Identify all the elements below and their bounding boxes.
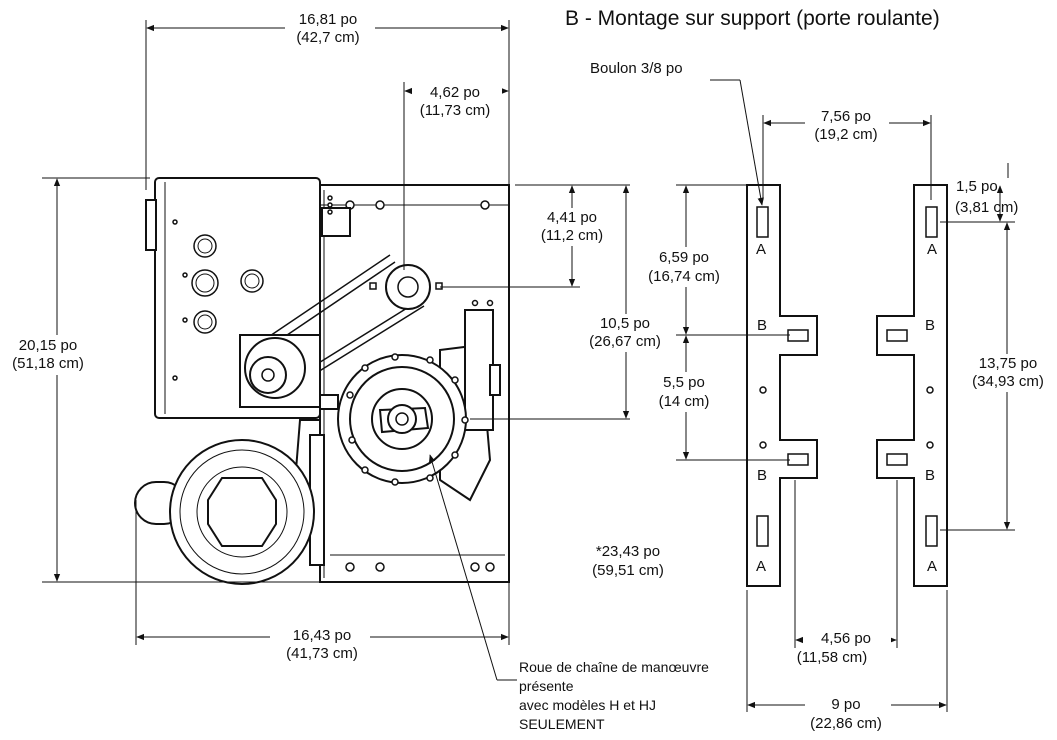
hole-label-a: A (927, 558, 937, 575)
knockout-icon (193, 310, 217, 334)
bolt-leader (739, 79, 764, 206)
limit-bracket (321, 207, 351, 237)
dim-value-po: 5,5 po (663, 374, 705, 391)
dim-value-cm: (11,2 cm) (541, 227, 603, 244)
hole-label-b: B (757, 317, 767, 334)
dim-bottom-width: 16,43 po (41,73 cm) (270, 625, 370, 665)
dim-bracket-tab-gap: 4,56 po (11,58 cm) (797, 628, 891, 668)
dim-top-to-output: 10,5 po (26,67 cm) (578, 314, 674, 352)
dim-value-po: 4,41 po (547, 209, 597, 226)
dim-bracket-outer: 9 po (22,86 cm) (805, 693, 891, 733)
dim-value-cm: (51,18 cm) (12, 355, 84, 372)
dim-value-cm: (19,2 cm) (814, 126, 877, 143)
dim-value-cm: (34,93 cm) (972, 373, 1044, 390)
dim-top-width: 16,81 po (42,7 cm) (285, 8, 375, 48)
bolt-label: Boulon 3/8 po (590, 60, 683, 77)
dim-value-po: 10,5 po (600, 315, 650, 332)
dim-value-po: 16,43 po (293, 627, 351, 644)
section-title: B - Montage sur support (porte roulante) (565, 7, 940, 30)
dim-value-cm: (3,81 cm) (955, 199, 1018, 216)
dim-top-to-shaft: 4,41 po (11,2 cm) (532, 208, 614, 246)
chain-wheel-note: Roue de chaîne de manœuvre présente avec… (519, 659, 709, 732)
dim-bracket-inner: 7,56 po (19,2 cm) (805, 107, 889, 145)
dim-value-po: 1,5 po (956, 178, 998, 195)
dim-value-po: 13,75 po (979, 355, 1037, 372)
operator-dimensions (42, 20, 630, 681)
note-leader (428, 454, 498, 681)
dim-value-cm: (42,7 cm) (296, 29, 359, 46)
knockout-icon (240, 269, 264, 293)
dim-bracket-top-to-b: 6,59 po (16,74 cm) (640, 247, 730, 287)
hole-label-b: B (925, 467, 935, 484)
dim-value-po: 4,62 po (430, 84, 480, 101)
bracket-dimensions (676, 79, 1015, 712)
dim-value-cm: (22,86 cm) (810, 715, 882, 732)
hole-label-a: A (927, 241, 937, 258)
dim-value-po: *23,43 po (596, 543, 660, 560)
dim-value-cm: (26,67 cm) (589, 333, 661, 350)
note-line: présente (519, 678, 574, 694)
note-line: SEULEMENT (519, 716, 605, 732)
dim-bracket-a-to-a: 13,75 po (34,93 cm) (966, 354, 1054, 392)
dim-bracket-hole-offset: 1,5 po (3,81 cm) (955, 178, 1018, 216)
dim-value-cm: (16,74 cm) (648, 268, 720, 285)
dim-value-po: 7,56 po (821, 108, 871, 125)
dim-overall-depth: *23,43 po (59,51 cm) (592, 543, 664, 579)
dim-value-cm: (14 cm) (659, 393, 710, 410)
dim-shaft-offset: 4,62 po (11,73 cm) (412, 83, 502, 121)
dim-value-cm: (59,51 cm) (592, 562, 664, 579)
mounting-bracket-right (876, 184, 948, 587)
dim-value-po: 6,59 po (659, 249, 709, 266)
dim-value-po: 9 po (831, 696, 860, 713)
dim-value-po: 16,81 po (299, 11, 357, 28)
operator-unit (134, 177, 510, 585)
dim-value-cm: (11,58 cm) (797, 649, 868, 666)
hole-label-a: A (756, 241, 766, 258)
hole-label-b: B (925, 317, 935, 334)
note-line: Roue de chaîne de manœuvre (519, 659, 709, 675)
dim-left-height: 20,15 po (51,18 cm) (2, 335, 102, 375)
dim-value-cm: (11,73 cm) (420, 102, 491, 119)
hole-label-a: A (756, 558, 766, 575)
dim-value-po: 20,15 po (19, 337, 77, 354)
hole-label-b: B (757, 467, 767, 484)
dim-bracket-b-to-b: 5,5 po (14 cm) (650, 372, 720, 412)
mounting-bracket-left (746, 184, 818, 587)
note-line: avec modèles H et HJ (519, 697, 656, 713)
dim-value-cm: (41,73 cm) (286, 645, 358, 662)
box-hinge (145, 199, 157, 251)
dim-value-po: 4,56 po (821, 630, 871, 647)
knockout-icon (193, 234, 217, 258)
